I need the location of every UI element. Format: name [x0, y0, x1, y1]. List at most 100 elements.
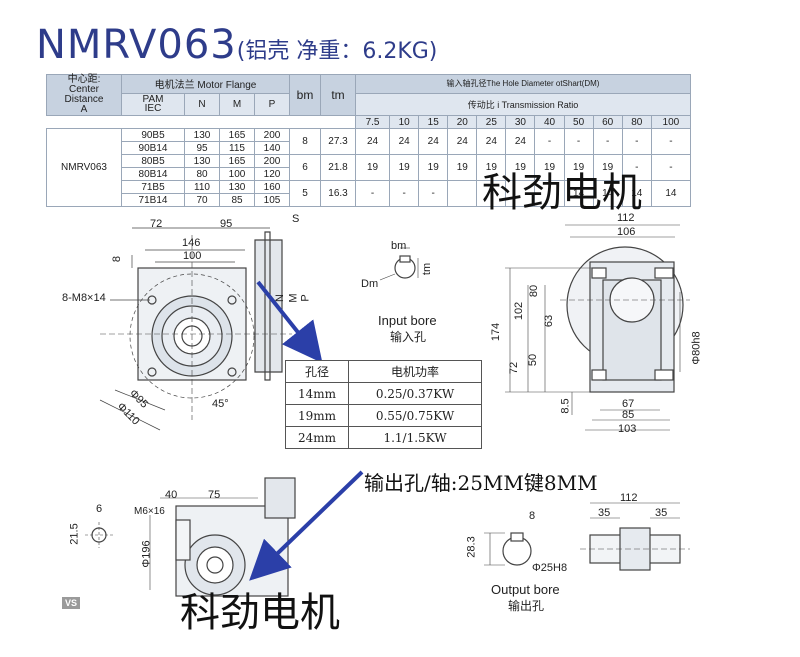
bore-value: 14mm [285, 382, 349, 405]
input-bore-sketch [379, 247, 419, 281]
spec-table: 中心距: Center Distance A 电机法兰 Motor Flange… [46, 74, 692, 207]
output-shaft [580, 502, 690, 571]
bore-value: 19mm [285, 404, 349, 427]
model-title: NMRV063 [36, 22, 237, 68]
model-cell: NMRV063 [46, 128, 122, 207]
front-view [99, 227, 292, 431]
bm-cell: 5 [289, 180, 321, 207]
input-bore-cn: 输入孔 [390, 330, 427, 344]
dim-label: 35 [655, 507, 668, 519]
dim-label: 50 [527, 353, 540, 367]
ratio-cell: 15 [418, 115, 449, 129]
output-note: 输出孔/轴:25MM键8MM [364, 471, 598, 495]
tm-cell: 16.3 [320, 180, 356, 207]
dim-label: 21.5 [68, 523, 81, 545]
vs-badge: VS [62, 597, 81, 609]
bm-cell: 6 [289, 154, 321, 181]
motor-flange-header: 电机法兰 Motor Flange [121, 74, 290, 94]
center-distance-label: 中心距: [67, 74, 101, 85]
dim-label: 72 [150, 218, 163, 230]
output-bore-label: Output bore [491, 582, 560, 597]
bore-cell: 19 [447, 154, 478, 181]
dim-label: 112 [620, 492, 638, 504]
dim-label: 40 [165, 489, 178, 501]
p-cell: 120 [254, 167, 290, 181]
side-view [505, 224, 690, 431]
output-bore-cn: 输出孔 [508, 599, 545, 613]
p-header: P [254, 92, 290, 117]
pam-label: PAM [142, 94, 164, 106]
page-title: NMRV063(铝壳 净重：6.2KG) [36, 22, 437, 68]
dim-label: 85 [622, 409, 635, 421]
dim-label: N [273, 294, 286, 302]
power-value: 0.25/0.37KW [348, 382, 482, 405]
ratio-cell: 50 [563, 115, 594, 129]
output-bore-sketch [484, 532, 532, 566]
dim-label: 6 [96, 503, 103, 515]
dim-label: 100 [183, 250, 202, 262]
center-distance-sym: A [80, 104, 88, 115]
ratio-cell: 60 [592, 115, 623, 129]
center-distance-header: 中心距: Center Distance A [46, 74, 122, 116]
dim-label: 103 [618, 423, 637, 435]
iec-label: IEC [144, 103, 162, 115]
power-table-header-bore: 孔径 [285, 360, 349, 383]
center-distance-en: Center Distance [64, 84, 104, 105]
dim-label: 146 [182, 237, 201, 249]
bore-cell: - [389, 180, 420, 207]
dim-label: 35 [598, 507, 611, 519]
bore-cell: 14 [592, 180, 623, 207]
ratio-cell: 10 [389, 115, 420, 129]
dim-label: 112 [617, 212, 635, 224]
bore-cell: - [650, 154, 692, 181]
ratio-cell: 7.5 [354, 115, 391, 129]
bore-cell: - [354, 180, 391, 207]
dim-label: 8-M8×14 [62, 292, 106, 304]
watermark-top: 科劲电机 [482, 170, 642, 216]
output-h-label: 28.3 [465, 536, 478, 558]
input-bore-header: 输入轴孔径The Hole Diameter otShart(DM) [355, 74, 691, 94]
dim-label: 80 [528, 284, 541, 298]
dim-label: 106 [617, 226, 636, 238]
dim-label: Φ80h8 [690, 331, 703, 365]
dim-label: 8.5 [559, 398, 572, 414]
watermark-bottom: 科劲电机 [180, 590, 340, 636]
output-d-label: Φ25H8 [532, 562, 568, 574]
m-header: M [219, 92, 255, 117]
title-subtitle: (铝壳 净重：6.2KG) [236, 39, 438, 64]
dim-label: Φ196 [140, 540, 153, 568]
dim-label: 174 [490, 322, 503, 342]
output-arrow [249, 470, 364, 581]
ratio-cell: 80 [621, 115, 652, 129]
dim-label: 102 [513, 301, 526, 321]
dim-label: 67 [622, 398, 635, 410]
input-tm-label: tm [421, 262, 434, 276]
dim-label: P [299, 294, 312, 302]
m-cell: 85 [219, 193, 255, 207]
power-value: 1.1/1.5KW [348, 426, 482, 449]
dim-label: 63 [543, 314, 556, 328]
ratio-header: 传动比 i Transmission Ratio [355, 92, 691, 117]
bore-cell [476, 180, 507, 207]
bore-value: 24mm [285, 426, 349, 449]
iec-cell: 71B14 [121, 193, 185, 207]
p-cell: 105 [254, 193, 290, 207]
bore-cell [534, 180, 565, 207]
n-header: N [184, 92, 220, 117]
bore-cell: 14 [650, 180, 692, 207]
dim-label: 72 [508, 361, 521, 375]
power-table: 孔径 电机功率 14mm 0.25/0.37KW 19mm 0.55/0.75K… [285, 360, 482, 449]
bore-cell: - [650, 128, 692, 155]
bore-cell: 19 [563, 154, 594, 181]
dim-label: 45° [212, 398, 229, 410]
bore-cell: - [621, 154, 652, 181]
bore-cell: 19 [592, 154, 623, 181]
dim-label: M6×16 [134, 506, 165, 517]
ratio-cell: 20 [447, 115, 478, 129]
dim-label: M [287, 293, 300, 303]
tm-cell: 21.8 [320, 154, 356, 181]
output-key-label: 8 [529, 510, 536, 522]
power-table-header-power: 电机功率 [348, 360, 482, 383]
power-value: 0.55/0.75KW [348, 404, 482, 427]
